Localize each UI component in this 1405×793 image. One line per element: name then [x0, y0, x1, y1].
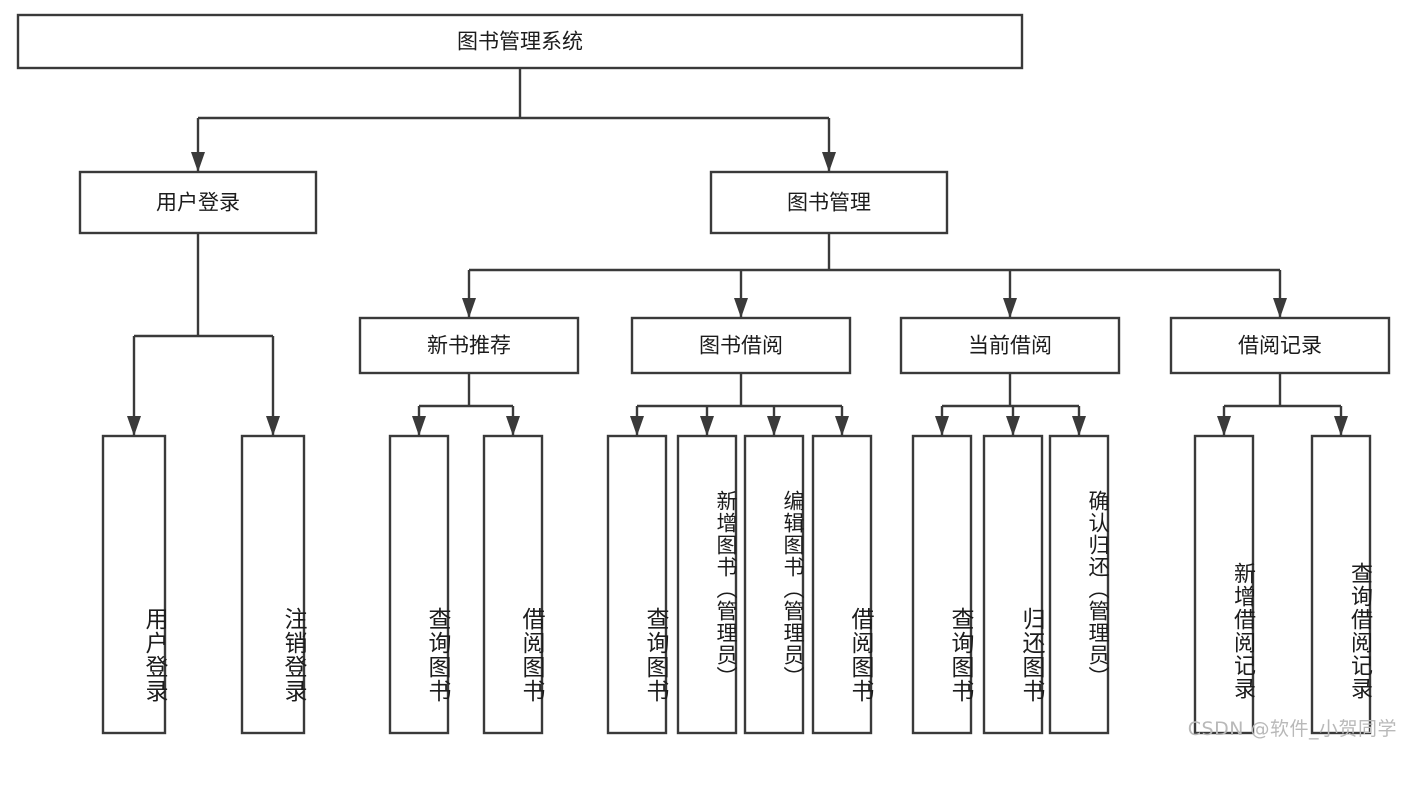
arrow-head-icon — [1217, 416, 1231, 436]
arrow-head-icon — [412, 416, 426, 436]
node-l2-用户登录-label: 用户登录 — [156, 191, 240, 215]
arrow-head-icon — [630, 416, 644, 436]
arrow-head-icon — [1273, 298, 1287, 318]
node-l3-借阅记录[interactable] — [1169, 316, 1391, 375]
arrow-head-icon — [835, 416, 849, 436]
node-leaf-借阅图书[interactable] — [482, 434, 544, 735]
node-root-图书管理系统-label: 图书管理系统 — [457, 30, 583, 54]
arrow-head-icon — [462, 298, 476, 318]
connector-lines — [127, 68, 1348, 436]
node-leaf-查询借阅记录[interactable] — [1310, 434, 1372, 735]
arrow-head-icon — [734, 298, 748, 318]
arrow-head-icon — [767, 416, 781, 436]
node-l2-图书管理-label: 图书管理 — [787, 191, 871, 215]
diagram-canvas: 图书管理系统用户登录图书管理新书推荐图书借阅当前借阅借阅记录 用户登录注销登录查… — [16, 13, 1397, 740]
node-leaf-编辑图书（管理员）[interactable] — [743, 434, 805, 735]
node-l2-用户登录[interactable] — [78, 170, 318, 235]
arrow-head-icon — [266, 416, 280, 436]
node-l3-图书借阅-label: 图书借阅 — [699, 334, 783, 358]
arrow-head-icon — [700, 416, 714, 436]
arrow-head-icon — [1003, 298, 1017, 318]
node-l3-当前借阅-label: 当前借阅 — [968, 334, 1052, 358]
node-leaf-归还图书[interactable] — [982, 434, 1044, 735]
node-leaf-用户登录[interactable] — [101, 434, 167, 735]
arrow-head-icon — [191, 152, 205, 172]
node-leaf-新增借阅记录[interactable] — [1193, 434, 1255, 735]
node-l3-借阅记录-label: 借阅记录 — [1238, 334, 1322, 358]
arrow-head-icon — [506, 416, 520, 436]
node-l3-新书推荐[interactable] — [358, 316, 580, 375]
node-l3-当前借阅[interactable] — [899, 316, 1121, 375]
arrow-head-icon — [127, 416, 141, 436]
node-leaf-新增图书（管理员）[interactable] — [676, 434, 738, 735]
node-leaf-查询图书[interactable] — [911, 434, 973, 735]
node-leaf-注销登录[interactable] — [240, 434, 306, 735]
arrow-head-icon — [935, 416, 949, 436]
node-l3-新书推荐-label: 新书推荐 — [427, 334, 511, 358]
node-root-图书管理系统[interactable] — [16, 13, 1024, 70]
watermark-text: CSDN @软件_小贺同学 — [1187, 718, 1397, 740]
arrow-head-icon — [1006, 416, 1020, 436]
node-l2-图书管理[interactable] — [709, 170, 949, 235]
node-l3-图书借阅[interactable] — [630, 316, 852, 375]
arrow-head-icon — [822, 152, 836, 172]
node-leaf-查询图书[interactable] — [388, 434, 450, 735]
arrow-head-icon — [1072, 416, 1086, 436]
arrow-head-icon — [1334, 416, 1348, 436]
node-leaf-确认归还（管理员）[interactable] — [1048, 434, 1110, 735]
node-leaf-查询图书[interactable] — [606, 434, 668, 735]
node-leaf-借阅图书[interactable] — [811, 434, 873, 735]
